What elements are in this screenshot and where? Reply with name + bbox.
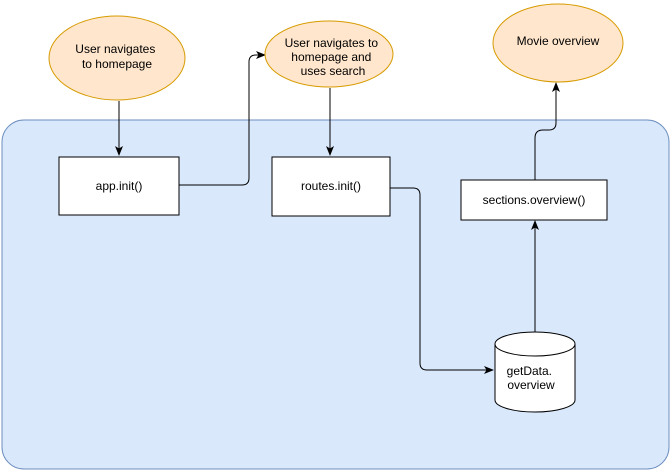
edge-app-init-to-search [179, 51, 266, 186]
sections-overview-rect [460, 179, 608, 221]
edge-sections-overview-to-movie-overview [534, 82, 560, 180]
sections-overview-label: sections.overview() [483, 193, 586, 207]
start-home-line-2: to homepage [82, 57, 152, 71]
app-init-label: app.init() [96, 179, 143, 193]
start-search-line-2: homepage and [291, 50, 371, 64]
sections-overview-box: sections.overview() [460, 179, 608, 221]
svg-text:User navigates to homepa: User navigates to homepage [75, 42, 158, 71]
getdata-line-2: overview [507, 378, 555, 392]
routes-init-box: routes.init() [271, 156, 391, 217]
app-init-box: app.init() [58, 156, 180, 216]
start-search-line-3: uses search [301, 64, 366, 78]
end-overview-node: Movie overview [492, 3, 624, 83]
svg-text:getData. overview: getData. overview [507, 364, 556, 392]
end-overview-ellipse [492, 3, 624, 83]
app-init-rect [58, 156, 180, 216]
getdata-cylinder-body [494, 344, 576, 413]
getdata-line-1: getData. [507, 364, 552, 378]
end-overview-label: Movie overview [517, 34, 600, 48]
getdata-database: getData. overview [494, 331, 576, 413]
svg-text:User navigates to homepa: User navigates to homepage and uses sear… [285, 36, 382, 78]
routes-init-label: routes.init() [301, 179, 361, 193]
start-search-node: User navigates to homepage and uses sear… [264, 20, 394, 88]
start-home-ellipse [48, 15, 186, 101]
start-home-node: User navigates to homepage [48, 15, 186, 101]
getdata-cylinder-top [494, 331, 576, 357]
start-home-line-1: User navigates [75, 42, 155, 56]
start-search-ellipse [264, 20, 394, 88]
edge-routes-init-to-getdata [390, 187, 494, 374]
start-search-line-1: User navigates to [285, 36, 379, 50]
routes-init-rect [271, 156, 391, 217]
